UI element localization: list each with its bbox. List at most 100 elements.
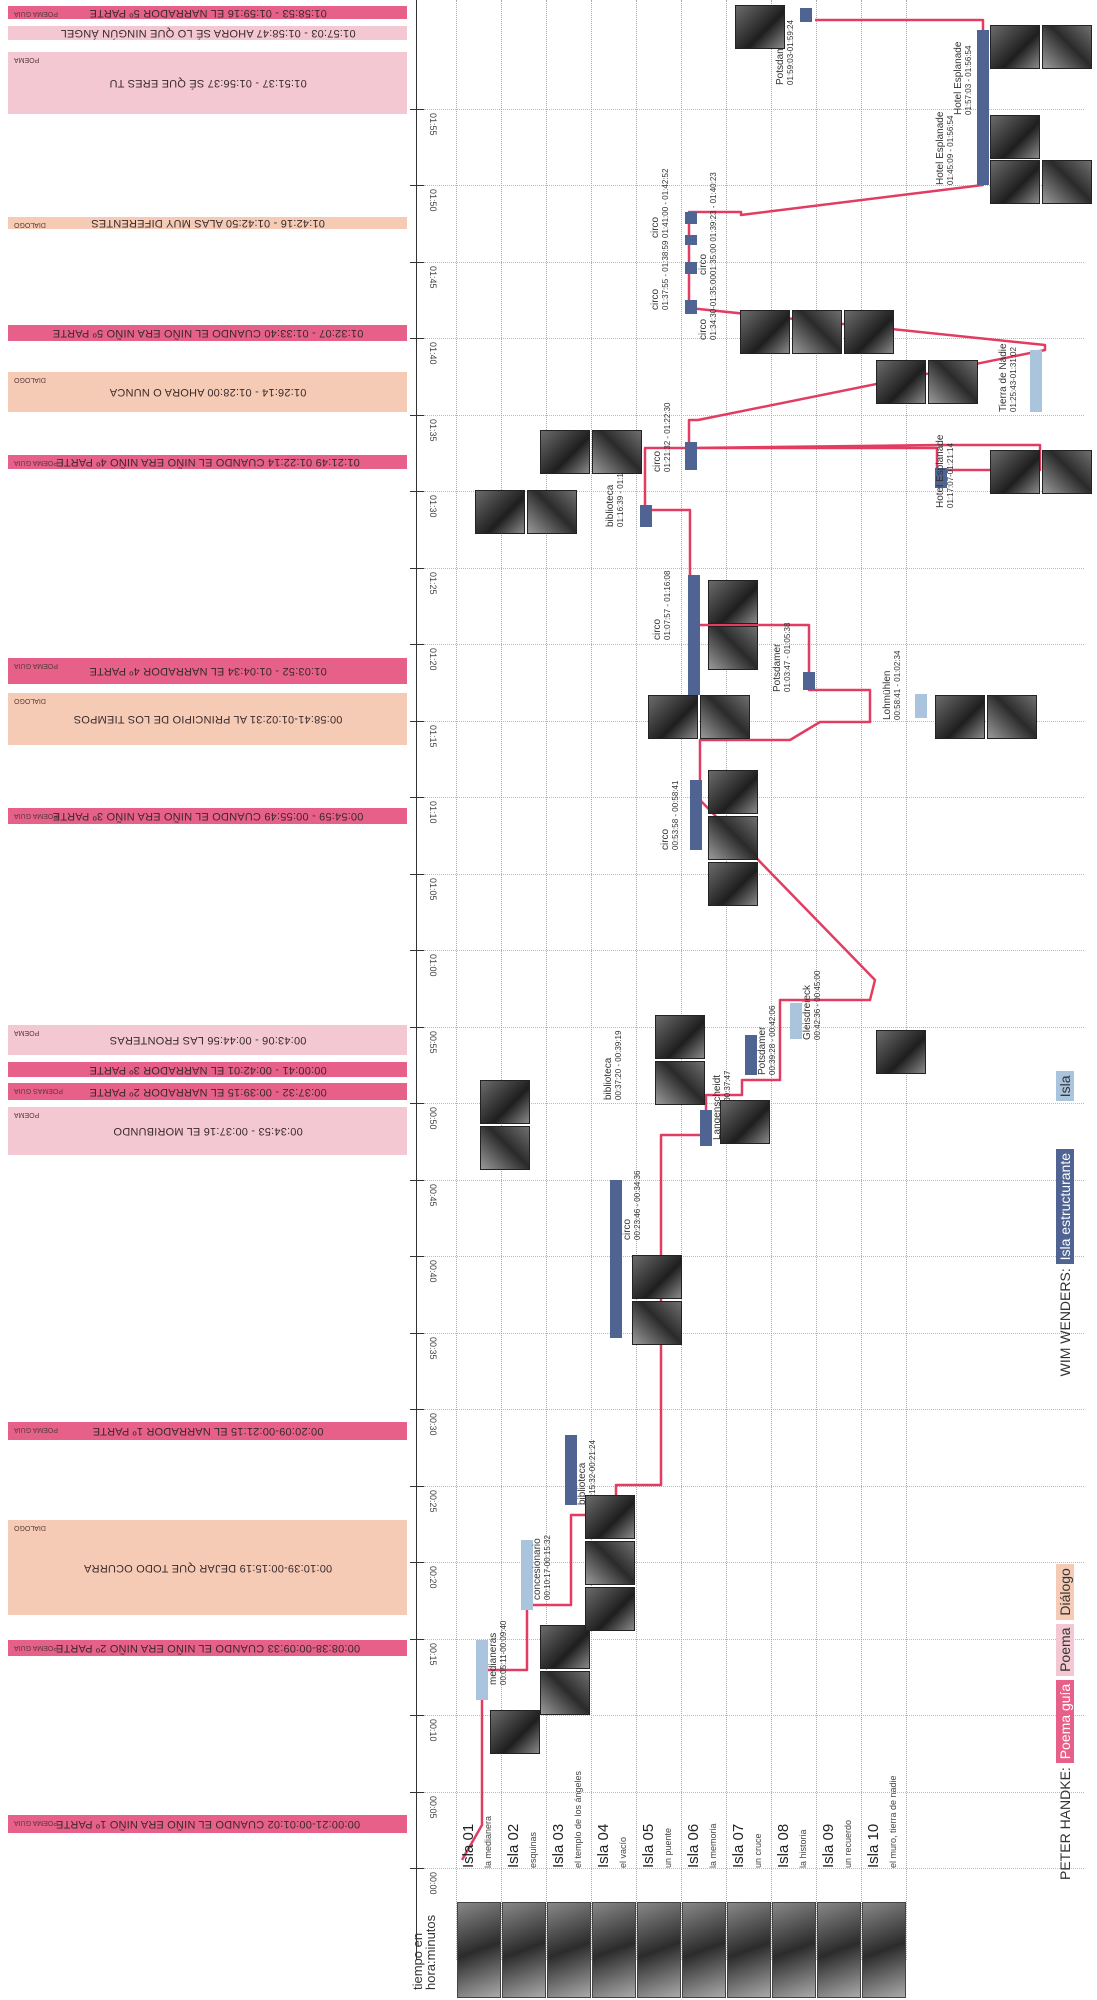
poem-band: 00:00:21-00:01:02 CUANDO EL NIÑO ERA NIÑ… xyxy=(8,1815,407,1833)
film-still xyxy=(632,1301,682,1345)
lane-divider xyxy=(501,0,502,1960)
segment-range: 01:35:00 01:39:23 - 01:40:23 xyxy=(709,172,718,275)
segment-structural xyxy=(685,262,697,274)
axis-tick xyxy=(410,491,424,492)
film-still xyxy=(480,1126,530,1170)
poem-band: 00:58:41-01:02:31 AL PRINCIPIO DE LOS TI… xyxy=(8,693,407,745)
film-still xyxy=(876,360,926,404)
axis-tick xyxy=(410,1868,424,1869)
segment-range: 00:05:11-00:09:40 xyxy=(499,1620,508,1685)
film-stills xyxy=(480,1080,530,1170)
film-still xyxy=(592,430,642,474)
legend-wenders-label: WIM WENDERS: xyxy=(1057,1268,1073,1377)
film-still xyxy=(1042,450,1092,494)
segment-isla xyxy=(476,1640,488,1700)
film-still xyxy=(540,430,590,474)
segment-structural xyxy=(803,672,815,690)
segment-isla xyxy=(790,1003,802,1039)
segment-name: circo xyxy=(698,318,709,340)
segment-range: 01:57:03 - 01:56:54 xyxy=(964,45,973,115)
poem-band: 00:54:59 - 00:55:49 CUANDO EL NIÑO ERA N… xyxy=(8,808,407,824)
axis-tick xyxy=(410,873,424,875)
segment-name: Lohmühlen xyxy=(882,670,893,720)
segment-name: circo xyxy=(698,253,709,275)
isla-name: Isla 01 xyxy=(460,1823,477,1868)
axis-tick xyxy=(410,720,424,722)
film-stills xyxy=(475,490,577,534)
segment-name: biblioteca xyxy=(603,1057,614,1100)
film-still xyxy=(735,5,785,49)
isla-name: Isla 07 xyxy=(730,1823,747,1868)
segment-isla xyxy=(1030,350,1042,412)
axis-tick xyxy=(410,108,424,110)
film-still xyxy=(655,1015,705,1059)
film-still xyxy=(935,695,985,739)
legend-dialogo: Diálogo xyxy=(1056,1564,1074,1620)
axis-tick xyxy=(410,1179,424,1181)
segment-name: Tierra de Nadie xyxy=(998,343,1009,412)
isla-name: Isla 10 xyxy=(865,1823,882,1868)
gridline xyxy=(424,1256,1084,1257)
legend-handke-label: PETER HANDKE: xyxy=(1057,1767,1073,1880)
legend-poema: Poema xyxy=(1056,1623,1074,1676)
film-still xyxy=(1042,25,1092,69)
segment-structural xyxy=(685,235,697,245)
gridline xyxy=(424,1026,1084,1028)
film-still xyxy=(792,310,842,354)
isla-name: Isla 08 xyxy=(775,1823,792,1868)
film-stills xyxy=(540,1625,590,1715)
gridline xyxy=(424,950,1084,951)
axis-tick xyxy=(410,1562,424,1563)
film-stills xyxy=(708,770,758,906)
isla-subtitle: el muro, tierra de nadie xyxy=(888,1775,898,1868)
gridline xyxy=(424,1868,1084,1869)
segment-isla xyxy=(521,1540,533,1610)
gridline xyxy=(424,1179,1084,1181)
axis-tick xyxy=(410,567,424,569)
axis-tick xyxy=(410,338,424,339)
poem-band: 01:32:07 - 01:33:40 CUANDO EL NIÑO ERA N… xyxy=(8,325,407,341)
axis-tick xyxy=(410,1409,424,1410)
route-line xyxy=(460,18,1047,1861)
axis-tick xyxy=(410,1256,424,1257)
poem-band: 01:21:49 01:22:14 CUANDO EL NIÑO ERA NIÑ… xyxy=(8,455,407,469)
film-still xyxy=(540,1671,590,1715)
film-stills xyxy=(648,695,750,739)
gridline xyxy=(424,1409,1084,1410)
gridline xyxy=(424,1791,1084,1793)
segment-name: Hotel Esplanade xyxy=(953,41,964,115)
lane-divider xyxy=(636,0,637,1960)
segment-name: medianeras xyxy=(488,1632,499,1685)
gridline xyxy=(424,261,1084,263)
film-stills xyxy=(735,5,785,49)
lane-divider xyxy=(771,0,772,1960)
axis-tick xyxy=(410,261,424,263)
film-still xyxy=(708,816,758,860)
film-stills xyxy=(990,160,1092,204)
lane-divider xyxy=(456,0,457,1960)
segment-name: circo xyxy=(622,1218,633,1240)
film-still xyxy=(480,1080,530,1124)
film-still xyxy=(990,115,1040,159)
film-stills xyxy=(585,1495,635,1631)
segment-name: circo xyxy=(652,618,663,640)
time-axis xyxy=(416,0,417,1960)
film-stills xyxy=(990,115,1040,159)
film-stills xyxy=(708,580,758,670)
segment-structural xyxy=(977,30,989,185)
